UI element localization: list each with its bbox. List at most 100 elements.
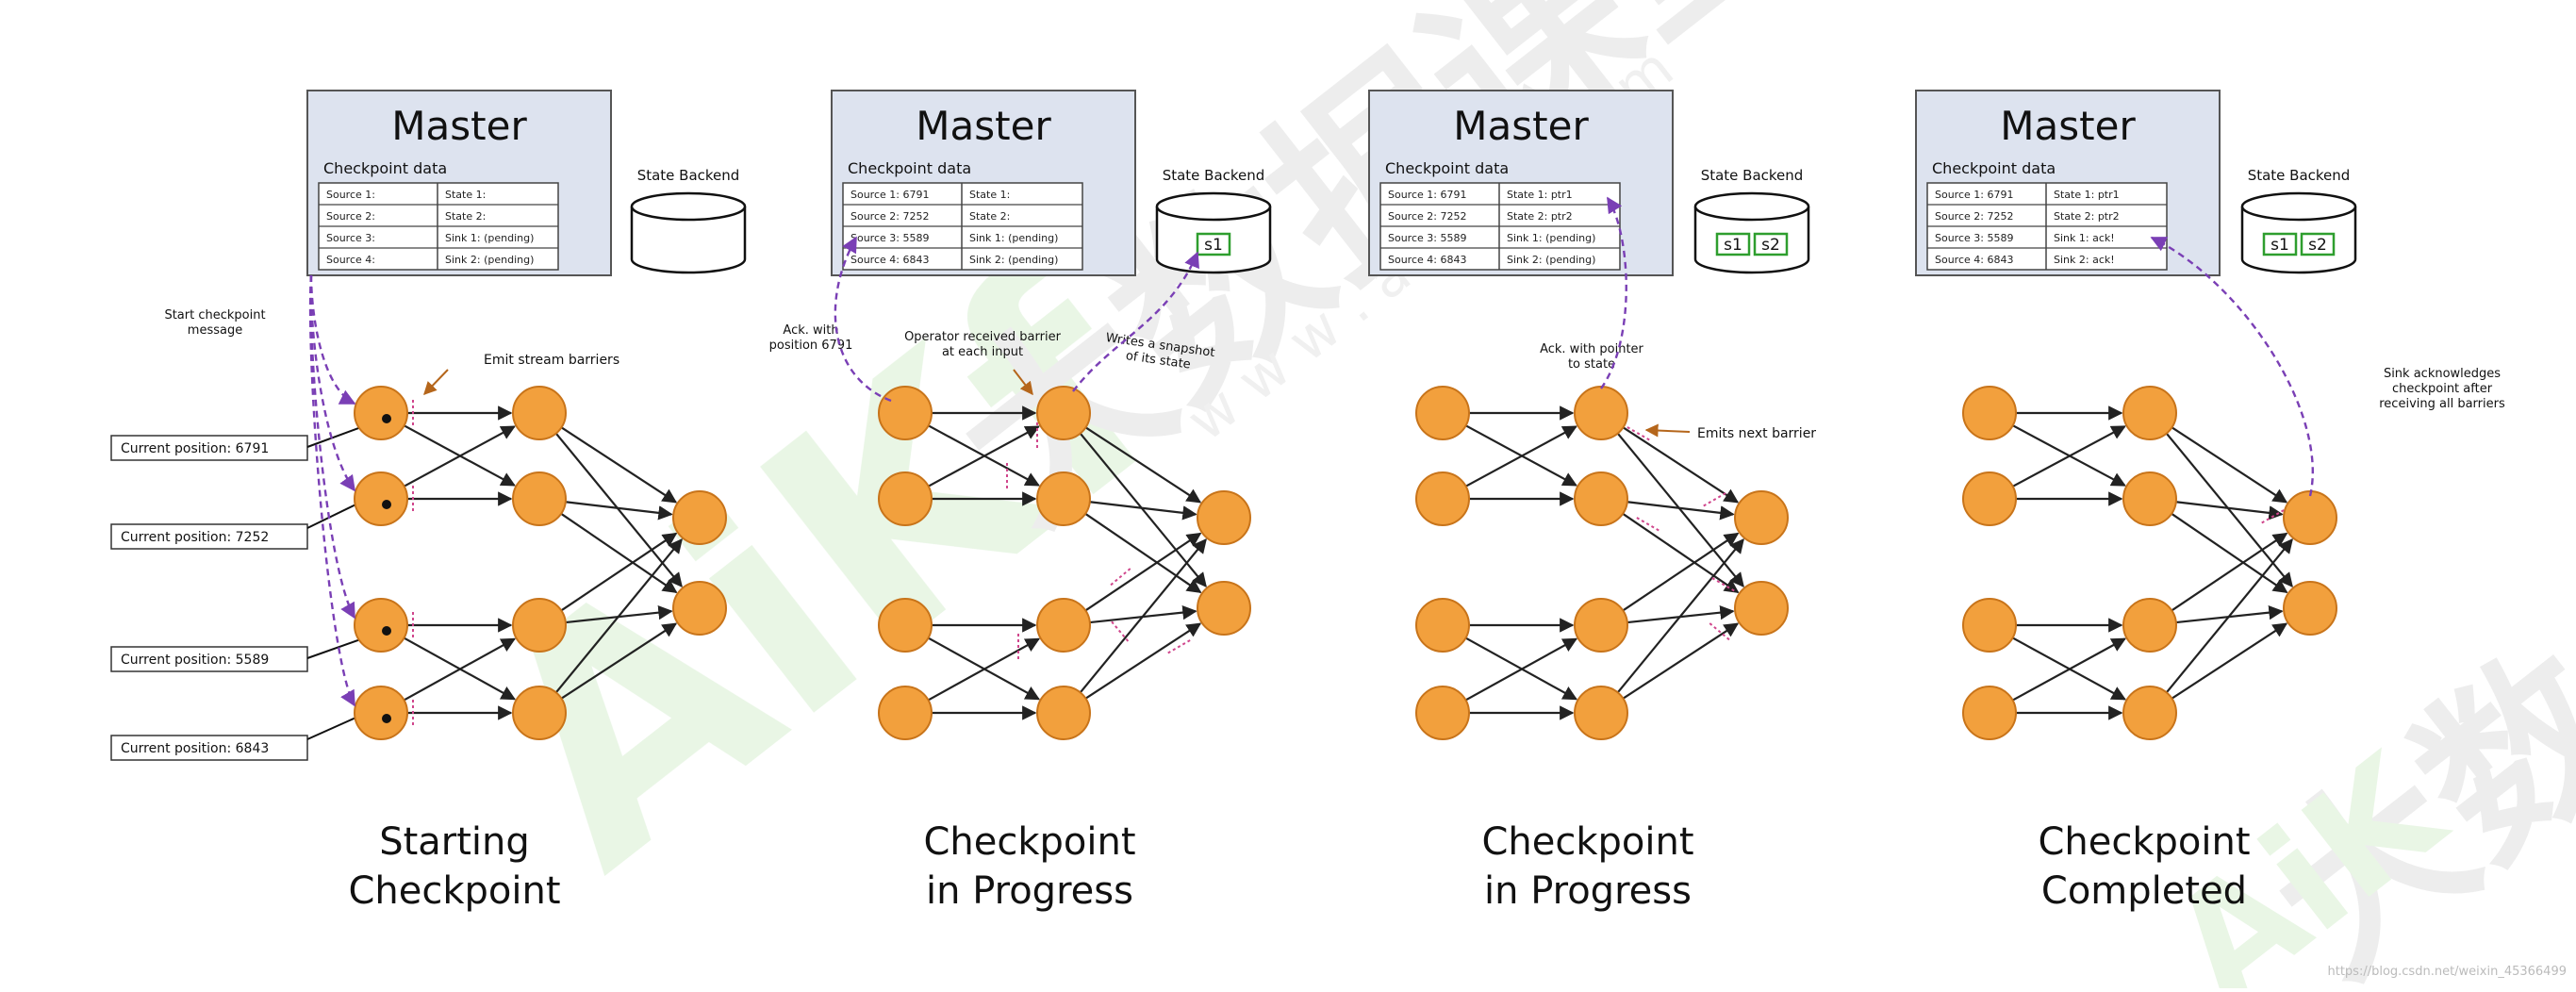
state-backend-cylinder: [630, 191, 747, 274]
edges: [927, 405, 1207, 720]
checkpoint-data-label: Checkpoint data: [1932, 159, 2056, 177]
edge-operator-to-sink: [560, 622, 678, 700]
checkpoint-table: Source 1:State 1:Source 2:State 2:Source…: [318, 182, 559, 271]
snapshot-label: s1: [1204, 236, 1223, 255]
watermark-url: https://blog.csdn.net/weixin_45366499: [2327, 965, 2567, 979]
snapshot-box: [1196, 232, 1231, 256]
master-title: Master: [2000, 103, 2136, 149]
sink-node: [1197, 490, 1251, 545]
table-cell-source: Source 4: 6843: [1388, 254, 1466, 266]
source-node: [354, 598, 408, 653]
edge-operator-to-sink: [1079, 432, 1207, 588]
edge-source-to-operator: [403, 637, 517, 702]
table-cell-source: Source 2:: [326, 210, 375, 223]
table-cell-source: Source 3:: [326, 232, 375, 244]
table-cell-source: Source 1: 6791: [1388, 189, 1466, 201]
edge-operator-to-sink: [560, 532, 678, 612]
caption-line-1: Checkpoint: [1481, 820, 1693, 864]
edge-operator-to-sink: [2171, 512, 2288, 593]
table-cell-state: State 2: ptr2: [2054, 210, 2120, 223]
checkpoint-data-label: Checkpoint data: [323, 159, 447, 177]
edge-operator-to-sink: [1084, 512, 1202, 593]
nodes: [1415, 386, 1789, 740]
note-arrow: [423, 369, 449, 396]
table-cell-state: State 1:: [445, 189, 486, 201]
nodes: [1962, 386, 2337, 740]
edge-source-to-operator: [2012, 637, 2127, 702]
snapshot-box: [1715, 232, 1751, 256]
cylinder-top: [1155, 191, 1272, 222]
snapshot-label: s2: [2308, 236, 2327, 255]
state-backend-label: State Backend: [2248, 167, 2351, 184]
source-node: [354, 686, 408, 740]
table-cell-state: Sink 2: (pending): [1507, 254, 1595, 266]
source-node: [878, 386, 933, 440]
master-title: Master: [391, 103, 527, 149]
edge-operator-to-sink: [565, 501, 673, 521]
edge-operator-to-sink: [1089, 501, 1197, 521]
edge-operator-to-sink: [2165, 537, 2293, 694]
stream-barrier: [1636, 517, 1660, 532]
stream-barrier: [1709, 622, 1731, 641]
edge-source-to-operator: [2012, 425, 2126, 488]
operator-node: [1574, 686, 1628, 740]
ack-arrows: [308, 196, 2315, 707]
edges: [2012, 405, 2293, 720]
stream-barrier: [1111, 620, 1130, 643]
edge-source-to-operator: [1464, 637, 1578, 702]
source-node: [1962, 686, 2017, 740]
table-cell-source: Source 1:: [326, 189, 375, 201]
sink-node: [2283, 581, 2337, 636]
edge-operator-to-sink: [2175, 501, 2284, 521]
edge-operator-to-sink: [1079, 537, 1207, 694]
master-title: Master: [1453, 103, 1589, 149]
caption-line-2: in Progress: [926, 869, 1133, 913]
operator-node: [1036, 386, 1091, 440]
edge-source-to-operator: [404, 425, 516, 488]
ack-arrow: [309, 274, 356, 620]
cylinder-body: [2240, 207, 2357, 274]
snapshot-label: s1: [1724, 236, 1742, 255]
source-node: [878, 598, 933, 653]
sink-node: [672, 490, 727, 545]
stream-barrier: [1702, 492, 1726, 507]
note-emits-next-barrier: Emits next barrier: [1697, 426, 1816, 441]
edge-operator-to-sink: [1616, 432, 1744, 588]
master-title: Master: [916, 103, 1051, 149]
cylinder-top: [2240, 191, 2357, 222]
sink-node: [1734, 581, 1789, 636]
edge-operator-to-sink: [1084, 426, 1202, 504]
position-label: Current position: 6791: [121, 441, 269, 456]
ack-arrow: [1600, 196, 1627, 389]
table-cell-source: Source 4: 6843: [850, 254, 929, 266]
table-cell-state: Sink 2: ack!: [2054, 254, 2115, 266]
graph: [354, 386, 727, 740]
table-cell-source: Source 4: 6843: [1935, 254, 2013, 266]
position-box: [110, 523, 308, 550]
nodes: [354, 386, 727, 740]
source-dot: [382, 500, 391, 509]
edge-operator-to-sink: [1622, 532, 1740, 612]
source-node: [878, 471, 933, 526]
ack-arrow: [1072, 251, 1199, 392]
state-backend-label: State Backend: [1701, 167, 1804, 184]
graph: [1415, 386, 1789, 740]
edge-operator-to-sink: [1627, 501, 1735, 521]
source-node: [1415, 386, 1470, 440]
edge-operator-to-sink: [560, 426, 678, 504]
operator-node: [1574, 386, 1628, 440]
sink-node: [1734, 490, 1789, 545]
caption-line-2: Completed: [2041, 869, 2247, 913]
position-label: Current position: 6843: [121, 741, 269, 756]
table-cell-state: Sink 1: (pending): [1507, 232, 1595, 244]
source-node: [1415, 471, 1470, 526]
note-line: Start checkpoint: [164, 308, 265, 322]
